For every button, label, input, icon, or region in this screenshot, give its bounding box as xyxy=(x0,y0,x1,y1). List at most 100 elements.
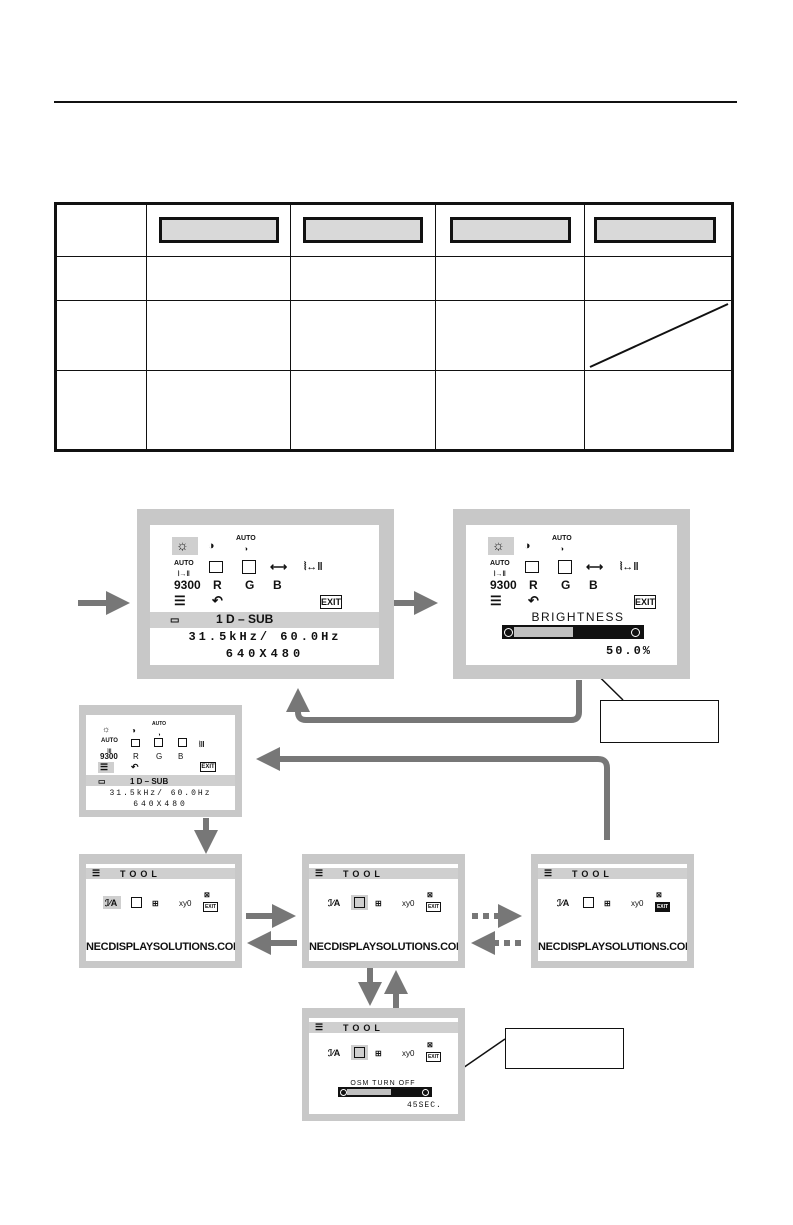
auto-adjust-icon[interactable]: AUTO⦚‖ xyxy=(101,738,118,755)
input-bar xyxy=(86,775,235,786)
osm-turn-off-slider[interactable] xyxy=(338,1087,432,1097)
osm-turn-off-icon[interactable]: ⊞ xyxy=(375,1049,382,1058)
red-icon[interactable]: R xyxy=(213,578,222,592)
table-row-divider xyxy=(57,256,731,257)
brightness-value: 50.0% xyxy=(606,644,653,658)
color-preset-icon[interactable]: 9300 xyxy=(174,578,201,592)
tool-title: TOOL xyxy=(572,869,613,879)
language-icon[interactable]: ℐ∕A xyxy=(328,1048,341,1058)
minus-icon xyxy=(340,1089,347,1096)
osm-position-icon[interactable] xyxy=(354,1047,365,1058)
table-diagonal xyxy=(589,303,729,368)
color-preset-icon[interactable]: 9300 xyxy=(100,752,118,761)
table-col-divider xyxy=(146,205,147,449)
green-icon[interactable]: G xyxy=(156,752,163,761)
tool-icon[interactable]: ☰ xyxy=(490,593,502,608)
osm-position-icon[interactable] xyxy=(354,897,365,908)
contrast-icon[interactable]: ◑ xyxy=(131,726,136,735)
osm-turn-off-icon[interactable]: ⊞ xyxy=(152,899,159,908)
exit-icon[interactable]: EXIT xyxy=(426,1052,441,1062)
left-right-icon[interactable] xyxy=(209,561,223,573)
tool-screen-1: ☰ TOOL ℐ∕A ⊞ xy0 ⊠ EXIT NECDISPLAYSOLUTI… xyxy=(79,854,242,968)
language-icon[interactable]: ℐ∕A xyxy=(328,898,341,908)
auto-contrast-icon[interactable]: AUTO◑ xyxy=(152,721,167,738)
green-icon[interactable]: G xyxy=(561,578,571,592)
brightness-slider[interactable] xyxy=(502,625,644,639)
input-bar xyxy=(150,612,379,628)
auto-adjust-icon[interactable]: AUTO⦚→‖ xyxy=(490,560,510,578)
brand-url: NECDISPLAYSOLUTIONS.COM xyxy=(86,941,235,953)
tool-icon[interactable]: ☰ xyxy=(174,593,186,608)
table-col-divider xyxy=(290,205,291,449)
brightness-icon[interactable]: ☼ xyxy=(176,537,189,553)
tool-icon[interactable]: ☰ xyxy=(100,762,109,772)
resolution-notifier-icon[interactable]: ⊠ xyxy=(656,892,662,899)
blue-icon[interactable]: B xyxy=(273,578,282,592)
selected-icon-highlight xyxy=(103,896,121,909)
selected-icon-highlight xyxy=(488,537,514,555)
red-icon[interactable]: R xyxy=(529,578,538,592)
exit-icon[interactable]: EXIT xyxy=(200,762,216,772)
auto-label: AUTO xyxy=(236,535,256,542)
factory-reset-icon[interactable]: ↶ xyxy=(131,762,139,772)
osm-lock-icon[interactable]: xy0 xyxy=(402,1049,415,1058)
h-size-icon[interactable]: ⟷ xyxy=(270,560,288,574)
osm-position-icon[interactable] xyxy=(583,897,594,908)
osm-lock-icon[interactable]: xy0 xyxy=(631,899,644,908)
tool-icon: ☰ xyxy=(544,868,553,878)
osm-lock-icon[interactable]: xy0 xyxy=(402,899,415,908)
resolution-notifier-icon[interactable]: ⊠ xyxy=(427,1042,433,1049)
red-icon[interactable]: R xyxy=(133,752,139,761)
osm-position-icon[interactable] xyxy=(131,897,142,908)
h-size-icon[interactable] xyxy=(178,738,187,747)
contrast-icon[interactable]: ◑ xyxy=(208,540,215,552)
selected-icon-highlight xyxy=(351,1045,368,1060)
selected-icon-highlight xyxy=(351,895,368,910)
brand-url: NECDISPLAYSOLUTIONS.COM xyxy=(538,941,687,953)
table-header-button xyxy=(159,217,279,243)
contrast-icon[interactable]: ◑ xyxy=(524,540,531,552)
exit-icon[interactable]: EXIT xyxy=(634,595,656,609)
osd-display: ☰ TOOL ℐ∕A ⊞ xy0 ⊠ EXIT OSM TURN OFF 45S… xyxy=(309,1018,458,1114)
fine-icon[interactable]: ⦚↔‖ xyxy=(620,561,639,573)
auto-adjust-icon[interactable]: AUTO⦚→‖ xyxy=(174,560,194,578)
blue-icon[interactable]: B xyxy=(178,752,184,761)
exit-icon[interactable]: EXIT xyxy=(655,902,670,912)
brightness-icon[interactable]: ☼ xyxy=(102,724,111,734)
osm-turn-off-value: 45SEC. xyxy=(407,1101,442,1110)
down-up-icon[interactable] xyxy=(242,560,256,574)
frequency-text: 31.5kHz/ 60.0Hz xyxy=(188,630,342,644)
exit-icon[interactable]: EXIT xyxy=(320,595,342,609)
osm-lock-icon[interactable]: xy0 xyxy=(179,899,192,908)
exit-icon[interactable]: EXIT xyxy=(426,902,441,912)
blue-icon[interactable]: B xyxy=(589,578,598,592)
fine-icon[interactable]: ⦚↔‖ xyxy=(304,561,323,573)
language-icon[interactable]: ℐ∕A xyxy=(105,898,118,908)
left-right-icon[interactable] xyxy=(525,561,539,573)
auto-contrast-icon[interactable]: AUTO◑ xyxy=(236,535,256,553)
osd-display: ☼ ◑ AUTO◑ AUTO⦚→‖ ⟷ ⦚↔‖ 9300 R G B ☰ ↶ E… xyxy=(466,525,677,665)
left-right-icon[interactable] xyxy=(131,739,140,747)
factory-reset-icon[interactable]: ↶ xyxy=(212,593,223,608)
color-preset-icon[interactable]: 9300 xyxy=(490,578,517,592)
h-size-icon[interactable]: ⟷ xyxy=(586,560,604,574)
osm-turn-off-label: OSM TURN OFF xyxy=(350,1080,416,1087)
exit-icon[interactable]: EXIT xyxy=(203,902,218,912)
osm-turn-off-icon[interactable]: ⊞ xyxy=(604,899,611,908)
resolution-notifier-icon[interactable]: ⊠ xyxy=(204,892,210,899)
factory-reset-icon[interactable]: ↶ xyxy=(528,593,539,608)
green-icon[interactable]: G xyxy=(245,578,255,592)
down-up-icon[interactable] xyxy=(558,560,572,574)
osm-turn-off-icon[interactable]: ⊞ xyxy=(375,899,382,908)
resolution-notifier-icon[interactable]: ⊠ xyxy=(427,892,433,899)
down-up-icon[interactable] xyxy=(154,738,163,747)
fine-icon[interactable]: ⦚‖ xyxy=(199,740,205,749)
main-menu-screen: ☼ ◑ AUTO◑ AUTO⦚→‖ ⟷ ⦚↔‖ 9300 R G B ☰ ↶ E… xyxy=(137,509,394,679)
language-icon[interactable]: ℐ∕A xyxy=(557,898,570,908)
minus-icon xyxy=(504,628,513,637)
auto-contrast-icon[interactable]: AUTO◑ xyxy=(552,535,572,553)
table-header-button xyxy=(450,217,571,243)
brightness-icon[interactable]: ☼ xyxy=(492,537,505,553)
osd-display: ☰ TOOL ℐ∕A ⊞ xy0 ⊠ EXIT NECDISPLAYSOLUTI… xyxy=(86,864,235,961)
